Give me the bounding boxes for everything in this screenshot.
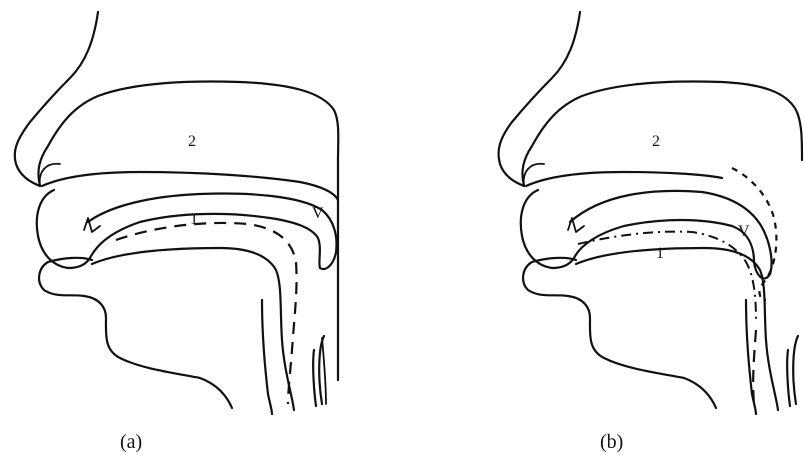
- upper-lip: [521, 190, 574, 268]
- caption-a: (a): [120, 432, 142, 452]
- palate-upper: [526, 172, 722, 186]
- airflow-path: [578, 232, 756, 322]
- larynx-left: [313, 350, 316, 406]
- larynx-inner: [322, 338, 326, 404]
- lower-lip: [523, 258, 716, 408]
- palate-upper: [42, 172, 338, 200]
- vocal-tract-diagram-a: [0, 0, 402, 465]
- caption-b: (b): [600, 432, 623, 452]
- larynx-right: [793, 336, 798, 404]
- airflow-lower: [753, 330, 756, 404]
- figure-a: 2 1 V (a): [0, 0, 402, 465]
- label-passage-1: 1: [190, 212, 198, 228]
- larynx-left: [787, 350, 790, 406]
- label-velum-v: V: [738, 224, 750, 240]
- figure-b: 2 1 V (b): [402, 0, 804, 465]
- teeth: [568, 218, 584, 232]
- label-cavity-2: 2: [188, 134, 196, 150]
- pharynx-back: [262, 300, 272, 414]
- face-profile: [499, 12, 581, 186]
- palate-lower: [88, 194, 336, 270]
- face-profile: [15, 12, 98, 186]
- lower-lip: [39, 258, 232, 408]
- nasal-cavity-outline: [522, 82, 802, 186]
- upper-lip: [37, 190, 90, 268]
- airflow-path: [116, 223, 297, 404]
- label-cavity-2: 2: [652, 134, 660, 150]
- label-velum-v: V: [312, 206, 324, 222]
- nasal-cavity-outline: [38, 82, 338, 380]
- label-passage-1: 1: [656, 246, 664, 262]
